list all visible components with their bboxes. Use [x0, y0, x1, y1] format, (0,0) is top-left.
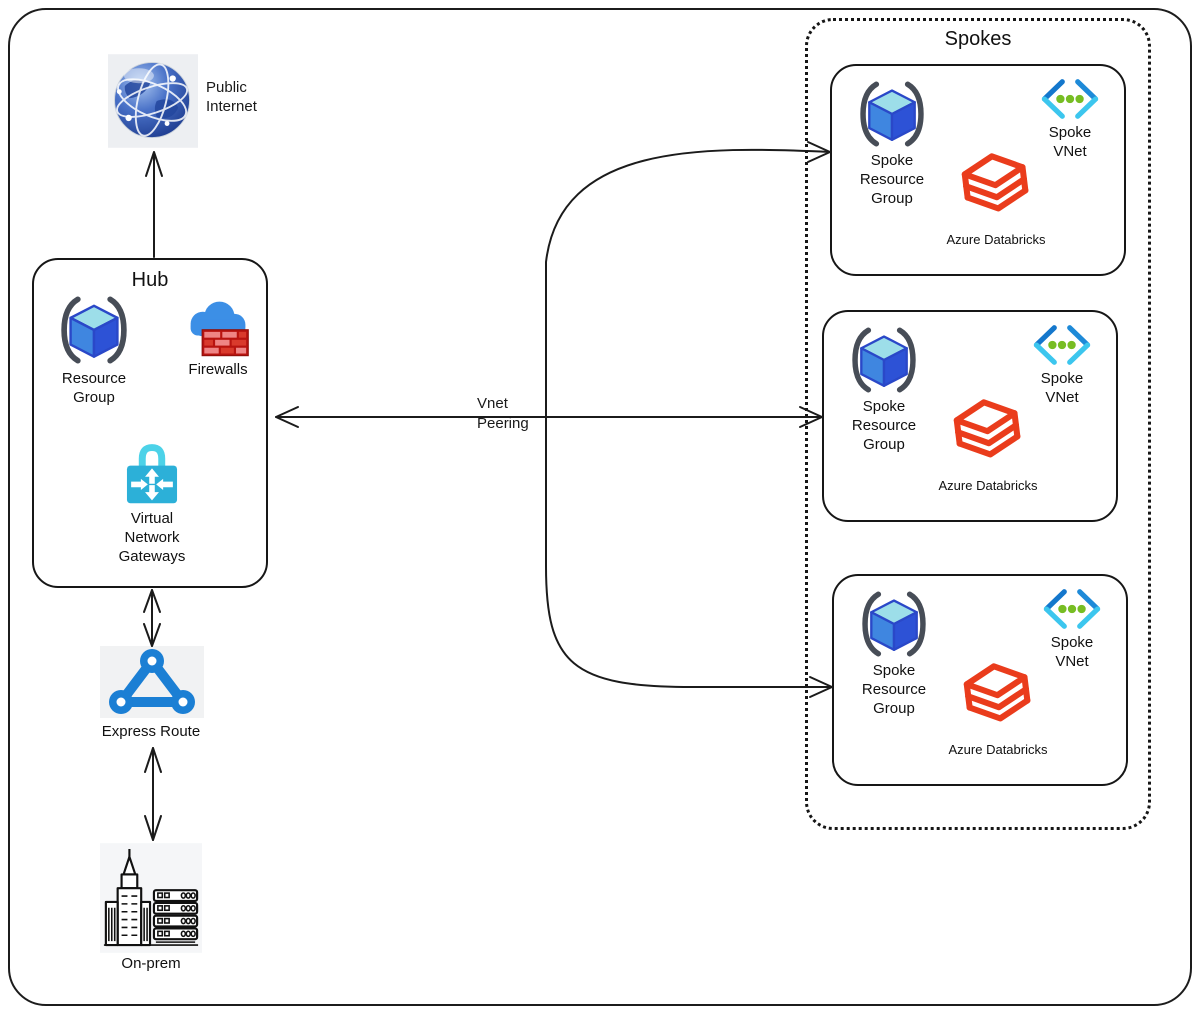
resource-group-icon	[851, 78, 933, 150]
spoke3-vnet-node: Spoke VNet	[1030, 586, 1114, 671]
building-datacenter-icon	[100, 842, 202, 954]
spoke1-databricks-label: Azure Databricks	[946, 232, 1046, 247]
diagram-outer-border	[8, 8, 1192, 1006]
spoke3-vnet-label: Spoke VNet	[1050, 634, 1094, 670]
virtual-network-gateway-icon	[120, 440, 184, 508]
spoke1-vnet-node: Spoke VNet	[1028, 76, 1112, 161]
spoke-box-3: Spoke Resource Group Spoke VNet Azure Da…	[832, 574, 1128, 786]
express-route-triangle-icon	[100, 646, 204, 718]
on-prem-node	[100, 842, 202, 954]
spoke1-vnet-label: Spoke VNet	[1048, 124, 1092, 160]
spoke3-resource-group-label: Spoke Resource Group	[861, 662, 927, 717]
azure-databricks-icon	[944, 394, 1032, 478]
hub-resource-group-node: Resource Group	[42, 292, 146, 407]
spoke3-databricks-node: Azure Databricks	[932, 658, 1064, 758]
spoke1-resource-group-label: Spoke Resource Group	[859, 152, 925, 207]
vnet-icon	[1040, 586, 1104, 632]
vnet-peering-label: Vnet Peering	[477, 395, 529, 432]
azure-databricks-icon	[952, 148, 1040, 232]
spoke2-vnet-node: Spoke VNet	[1020, 322, 1104, 407]
spoke2-databricks-label: Azure Databricks	[938, 478, 1038, 493]
public-internet-label: Public Internet	[206, 79, 257, 115]
hub-vng-node: Virtual Network Gateways	[90, 440, 214, 566]
globe-icon	[108, 54, 198, 148]
spoke3-databricks-label: Azure Databricks	[948, 742, 1048, 757]
spoke2-resource-group-node: Spoke Resource Group	[832, 324, 936, 454]
firewalls-label: Firewalls	[188, 361, 248, 378]
spoke2-vnet-label: Spoke VNet	[1040, 370, 1084, 406]
azure-databricks-icon	[954, 658, 1042, 742]
spoke1-resource-group-node: Spoke Resource Group	[840, 78, 944, 208]
resource-group-icon	[843, 324, 925, 396]
resource-group-icon	[853, 588, 935, 660]
public-internet-node	[108, 54, 198, 148]
spokes-title: Spokes	[944, 28, 1012, 50]
express-route-label: Express Route	[101, 723, 201, 740]
hub-box: Hub Resource Group Firewalls Virtual Net…	[32, 258, 268, 588]
spoke-box-1: Spoke Resource Group Spoke VNet Azure Da…	[830, 64, 1126, 276]
on-prem-label: On-prem	[121, 955, 181, 972]
spoke-box-2: Spoke Resource Group Spoke VNet Azure Da…	[822, 310, 1118, 522]
express-route-node	[100, 646, 204, 718]
vnet-icon	[1030, 322, 1094, 368]
vng-label: Virtual Network Gateways	[118, 510, 186, 565]
spoke2-databricks-node: Azure Databricks	[922, 394, 1054, 494]
resource-group-icon	[52, 292, 136, 368]
hub-title: Hub	[131, 269, 169, 291]
spoke2-resource-group-label: Spoke Resource Group	[851, 398, 917, 453]
vnet-icon	[1038, 76, 1102, 122]
spoke1-databricks-node: Azure Databricks	[930, 148, 1062, 248]
firewall-icon	[180, 298, 256, 360]
spoke3-resource-group-node: Spoke Resource Group	[842, 588, 946, 718]
resource-group-label: Resource Group	[61, 370, 127, 406]
hub-firewalls-node: Firewalls	[170, 298, 266, 379]
